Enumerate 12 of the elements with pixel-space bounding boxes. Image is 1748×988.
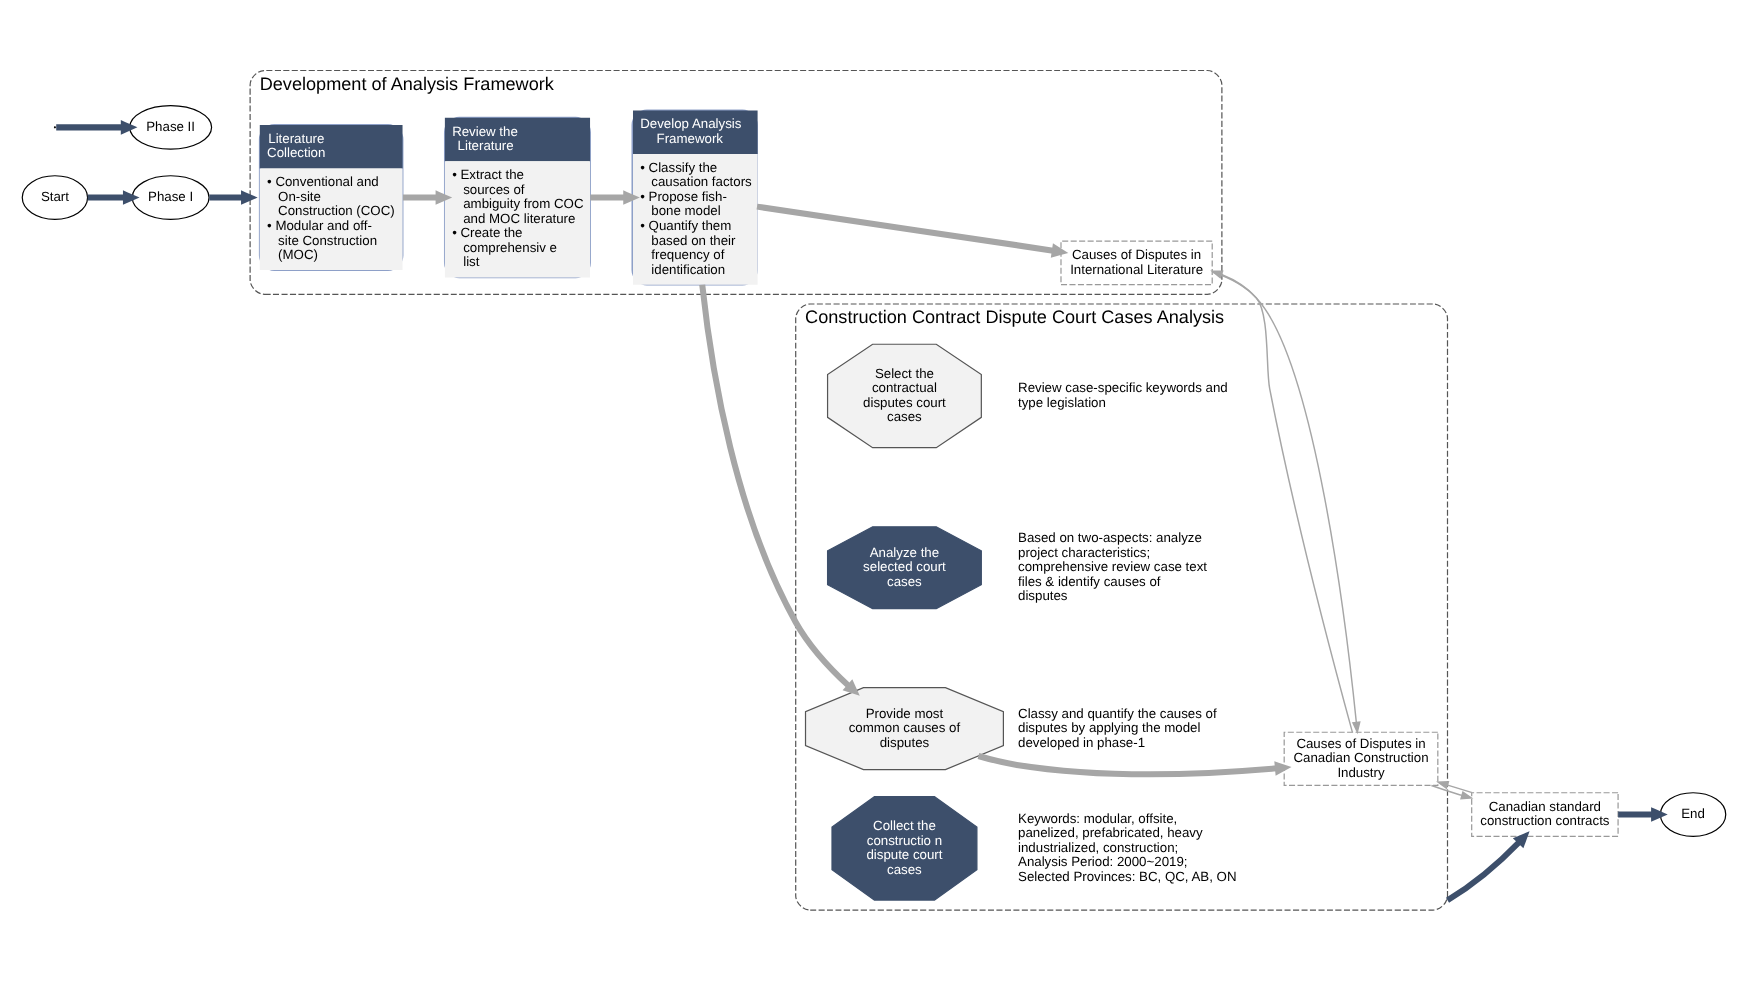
arrow — [402, 190, 453, 205]
arrow — [1436, 780, 1473, 794]
arrow — [209, 190, 258, 205]
arrow — [56, 120, 138, 135]
arrow — [1618, 807, 1668, 822]
arrow — [1430, 784, 1474, 800]
arrow — [699, 284, 860, 696]
arrow — [1445, 831, 1530, 903]
arrow — [756, 203, 1069, 258]
arrow — [977, 753, 1292, 778]
arrow — [87, 190, 140, 205]
arrow — [590, 190, 640, 205]
